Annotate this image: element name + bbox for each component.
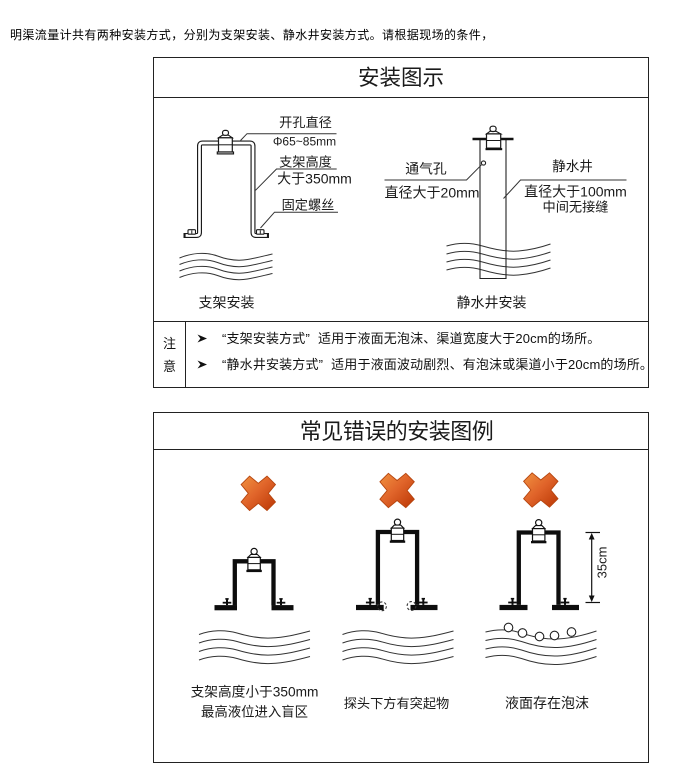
- svg-text:Φ65~85mm: Φ65~85mm: [273, 134, 336, 148]
- svg-text:液面存在泡沫: 液面存在泡沫: [505, 695, 589, 711]
- svg-text:35cm: 35cm: [595, 547, 610, 579]
- svg-text:直径大于100mm: 直径大于100mm: [524, 183, 627, 199]
- svg-text:通气孔: 通气孔: [405, 161, 447, 176]
- svg-text:固定螺丝: 固定螺丝: [282, 197, 335, 212]
- svg-text:支架安装: 支架安装: [199, 294, 255, 310]
- svg-text:支架高度小于350mm: 支架高度小于350mm: [191, 683, 319, 699]
- svg-text:中间无接缝: 中间无接缝: [543, 198, 609, 214]
- svg-text:直径大于20mm: 直径大于20mm: [385, 184, 480, 200]
- svg-text:大于350mm: 大于350mm: [277, 170, 352, 186]
- svg-text:探头下方有突起物: 探头下方有突起物: [344, 696, 450, 711]
- svg-text:静水井: 静水井: [552, 159, 593, 174]
- svg-text:最高液位进入盲区: 最高液位进入盲区: [201, 703, 308, 719]
- svg-text:支架高度: 支架高度: [279, 153, 332, 169]
- svg-text:开孔直径: 开孔直径: [279, 115, 332, 130]
- svg-text:静水井安装: 静水井安装: [457, 294, 527, 310]
